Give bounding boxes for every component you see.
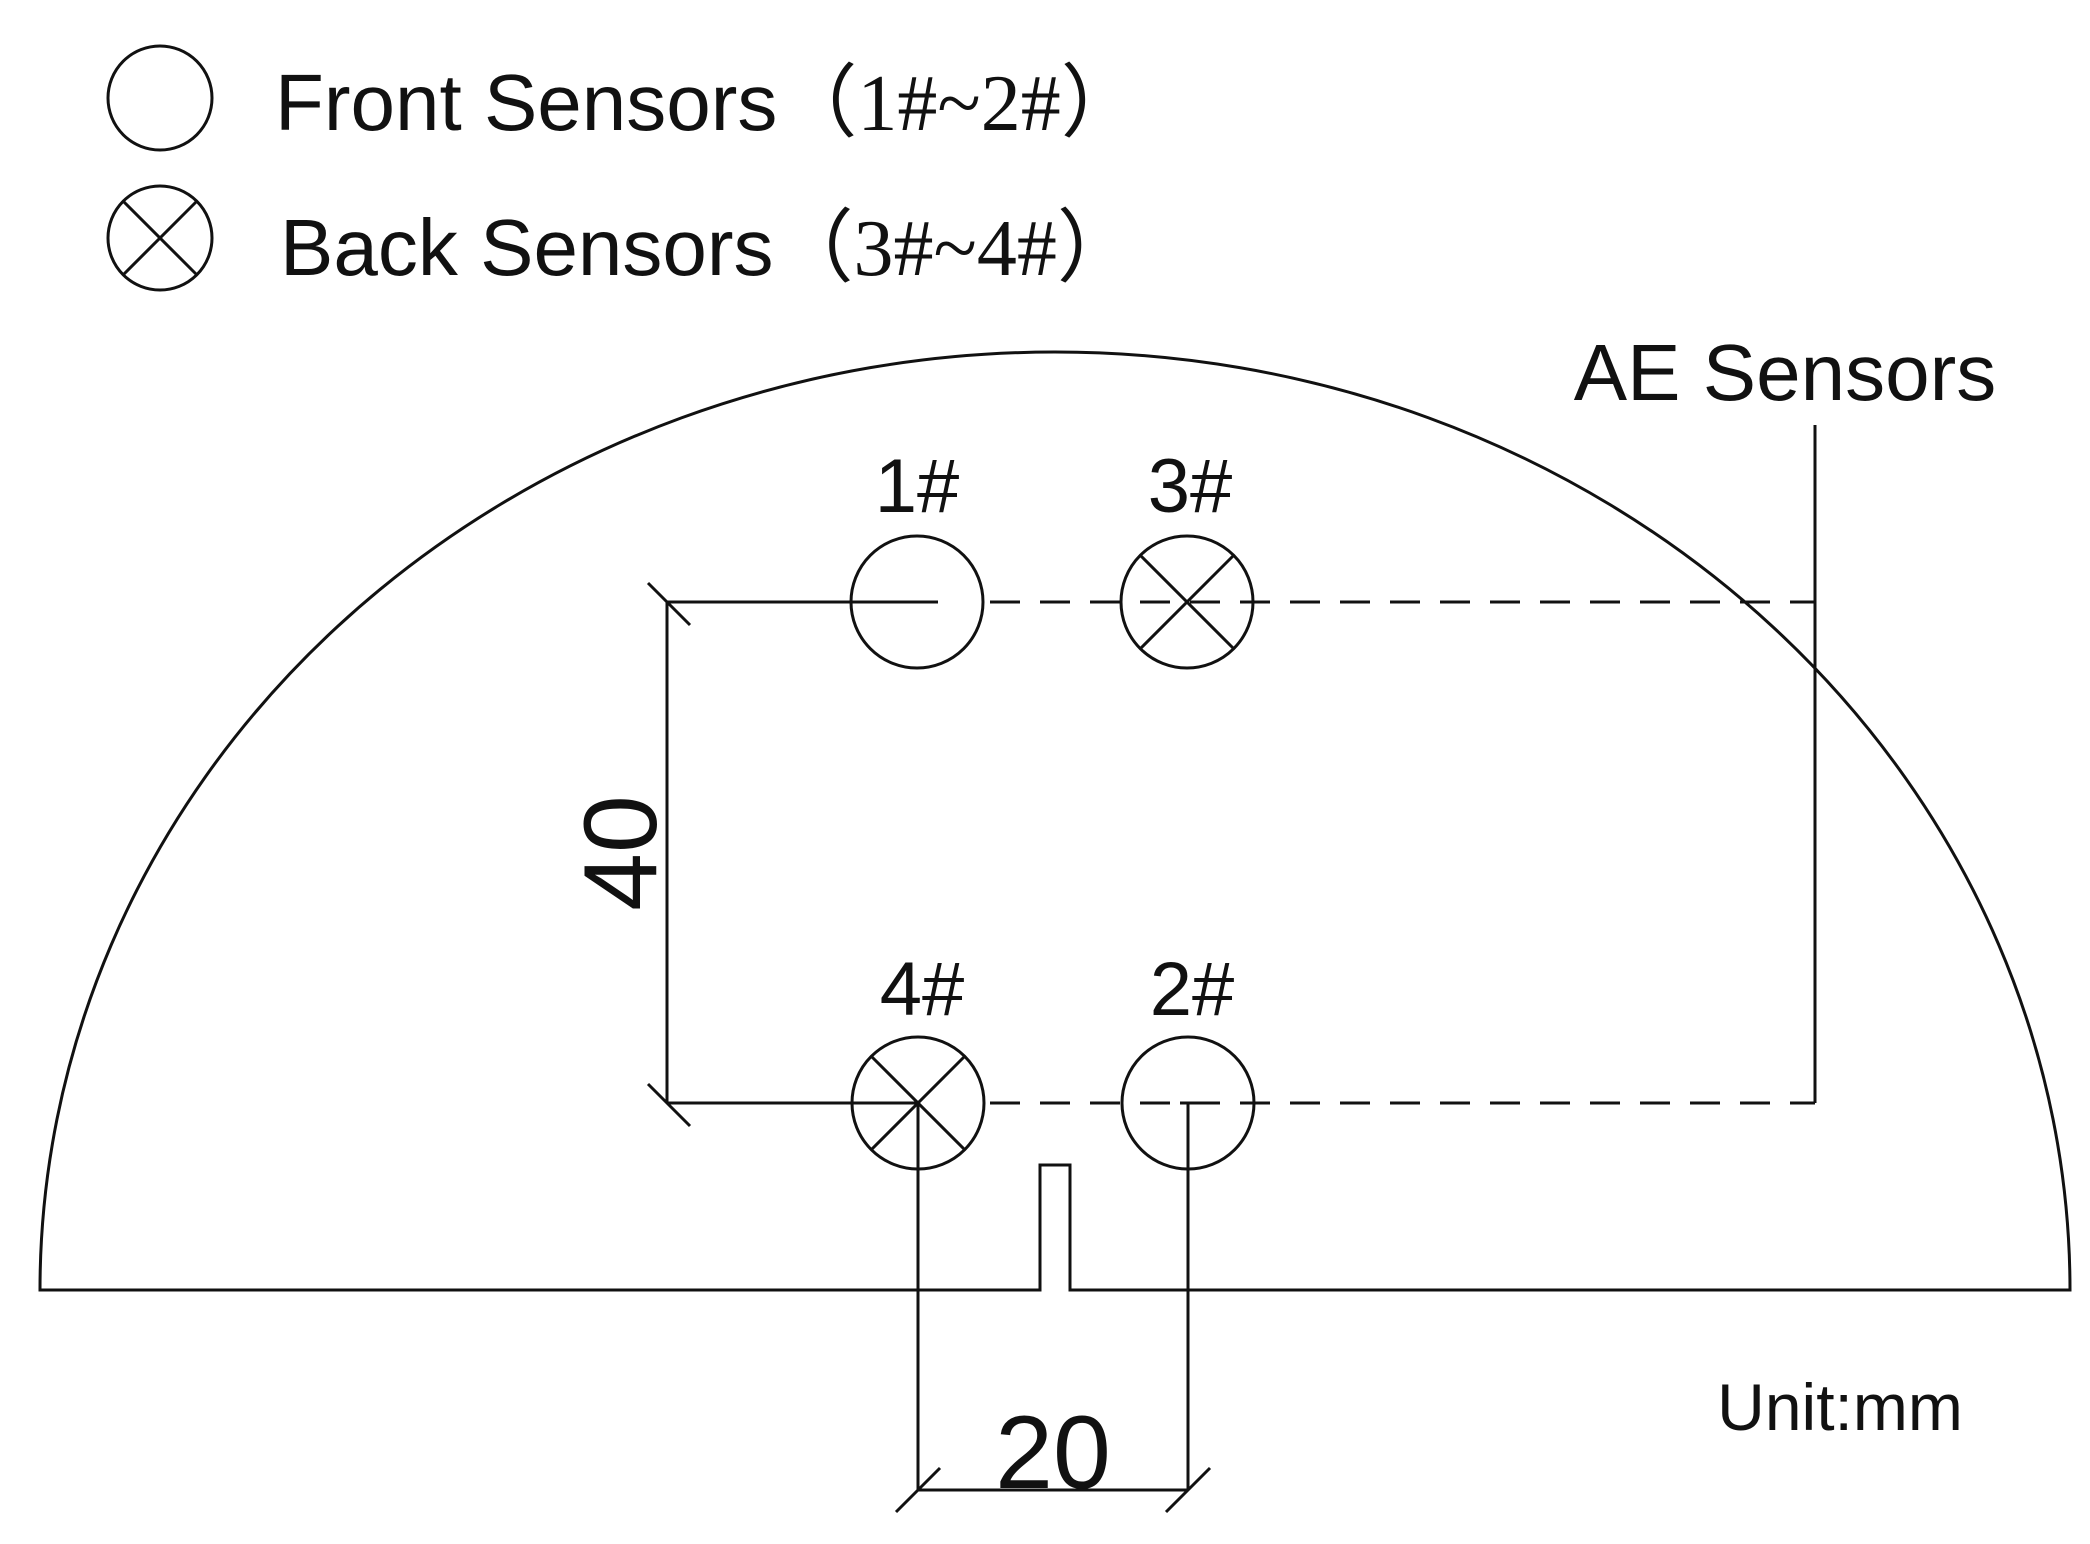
sensor-label: 3#	[1148, 444, 1233, 529]
horizontal-dimension: 20	[894, 1103, 1212, 1514]
sensor-label: 4#	[880, 947, 965, 1032]
vertical-dimension-label: 40	[563, 795, 679, 911]
legend: Front Sensors（1#~2#） Back Sensors（3#~4#）	[106, 44, 1141, 293]
legend-back-label: Back Sensors（3#~4#）	[280, 203, 1137, 293]
specimen-outline	[38, 350, 2072, 1292]
front-sensor-icon	[849, 534, 985, 670]
horizontal-dimension-label: 20	[995, 1395, 1111, 1511]
solid-connection-lines	[667, 600, 1817, 1105]
unit-label: Unit:mm	[1717, 1370, 1963, 1444]
front-sensor-legend-icon	[106, 44, 214, 152]
sensor-label: 2#	[1150, 947, 1235, 1032]
back-sensor-legend-icon	[106, 184, 214, 292]
sensor-2: 2#	[1120, 947, 1256, 1171]
sensor-1: 1#	[849, 444, 985, 670]
dashed-connection-lines	[990, 600, 1815, 1105]
sensor-label: 1#	[875, 444, 960, 529]
vertical-dimension: 40	[563, 581, 692, 1128]
sensor-3: 3#	[1119, 444, 1255, 670]
ae-sensors-callout-label: AE Sensors	[1574, 328, 1996, 417]
back-sensor-icon	[1119, 534, 1255, 670]
legend-front-label: Front Sensors（1#~2#）	[275, 58, 1141, 148]
